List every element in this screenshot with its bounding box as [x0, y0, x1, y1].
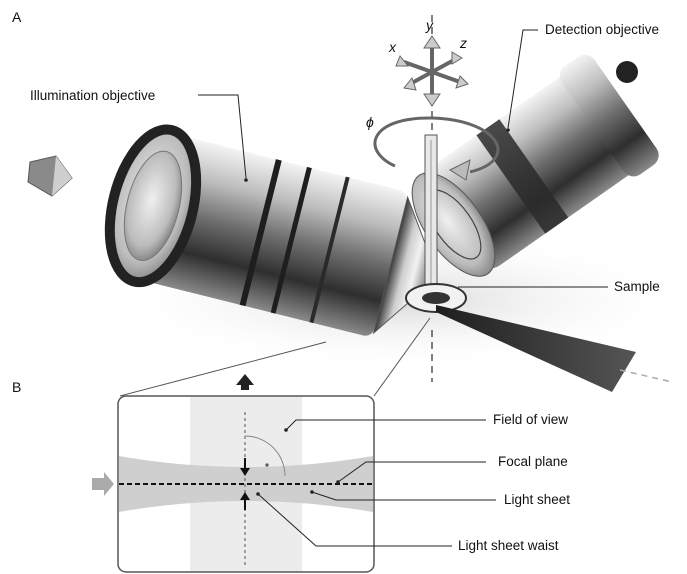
- detection-direction-arrow-icon: [236, 374, 254, 390]
- inset-panel: [117, 395, 375, 573]
- detection-callout-line: [507, 29, 538, 129]
- panel-b-label: B: [12, 379, 21, 395]
- x-axis-label: x: [388, 39, 397, 55]
- focal-plane-callout-line: [337, 461, 486, 483]
- inset-link-right: [373, 317, 431, 397]
- detection-objective: [411, 54, 659, 277]
- light-sheet-label: Light sheet: [504, 492, 570, 507]
- light-sheet-profile: [119, 456, 373, 512]
- illumination-objective: [104, 124, 437, 336]
- field-of-view-label: Field of view: [493, 412, 568, 427]
- light-sheet-waist-label: Light sheet waist: [458, 538, 559, 553]
- z-axis-label: z: [459, 35, 467, 51]
- sheet-axis-line: [619, 369, 673, 383]
- panel-a-label: A: [12, 9, 22, 25]
- waist-callout-line: [257, 493, 452, 547]
- field-of-view-arc: [244, 435, 286, 477]
- sample-chamber: [405, 283, 467, 313]
- waist-bottom-arrow-icon: [240, 492, 250, 500]
- light-sheet-wedge: [436, 305, 636, 392]
- y-axis-label: y: [425, 17, 434, 33]
- illumination-objective-label: Illumination objective: [30, 88, 155, 103]
- sample-holder-rod: [424, 134, 438, 306]
- sample-label: Sample: [614, 279, 660, 294]
- inset-link-left: [119, 341, 327, 397]
- waist-top-arrow-icon: [240, 468, 250, 476]
- rotation-label: ϕ: [366, 114, 374, 130]
- focal-plane-label: Focal plane: [498, 454, 568, 469]
- xyz-axes-icon: [395, 35, 469, 107]
- illumination-callout-line: [198, 94, 247, 179]
- light-sheet-callout-line: [311, 491, 496, 501]
- fov-callout-line: [285, 419, 486, 431]
- detection-objective-label: Detection objective: [545, 22, 659, 37]
- inset-input-arrow-icon: [92, 472, 114, 496]
- illumination-arrow-icon: [27, 155, 73, 197]
- rotation-arrow-icon: [373, 116, 500, 181]
